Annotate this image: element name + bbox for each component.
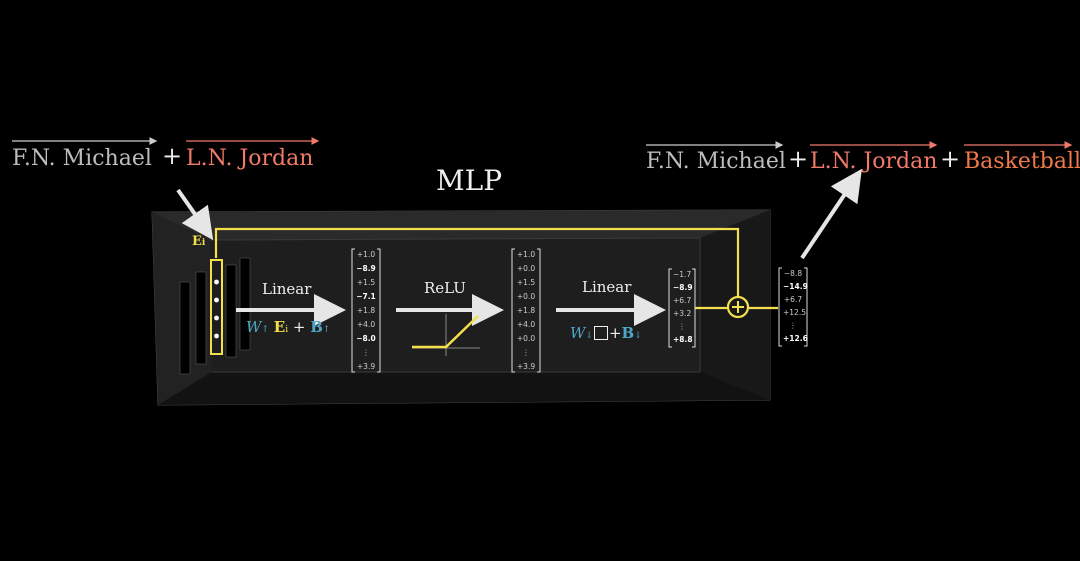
input-embedding-label: Ei — [192, 234, 206, 249]
plus-operator: + — [788, 145, 809, 173]
vector-entry: +1.8 — [356, 306, 376, 315]
vector-entry: +4.0 — [516, 320, 536, 329]
placeholder-square-icon — [593, 326, 608, 340]
relu-output-vector: +1.0 +0.0 +1.5 +0.0 +1.8 +4.0 +0.0 ⋮ +3.9 — [516, 248, 536, 374]
linear-down-formula: W↓+B↓ — [570, 324, 642, 342]
input-embedding-column — [210, 259, 223, 355]
vector-entry: +0.0 — [516, 334, 536, 343]
vector-entry: −8.0 — [356, 334, 376, 343]
vector-entry: +3.9 — [356, 362, 376, 371]
vector-entry: +6.7 — [673, 296, 692, 305]
vector-entry: +1.0 — [356, 250, 376, 259]
term-first-name: F.N. Michael — [12, 146, 152, 171]
vector-entry: ⋮ — [789, 321, 797, 330]
down-projection-vector: −1.7 −8.9 +6.7 +3.2 ⋮ +8.8 — [673, 268, 693, 346]
vector-entry: +12.6 — [783, 334, 808, 343]
vector-entry: +3.9 — [516, 362, 536, 371]
term-last-name: L.N. Jordan — [186, 146, 314, 171]
residual-connection — [214, 227, 740, 297]
relu-graph-icon — [412, 314, 480, 356]
vector-entry: +6.7 — [783, 295, 803, 304]
hidden-vector: +1.0 −8.9 +1.5 −7.1 +1.8 +4.0 −8.0 ⋮ +3.9 — [356, 248, 376, 374]
output-vector: −8.8 −14.9 +6.7 +12.5 ⋮ +12.6 — [783, 267, 808, 345]
vector-entry: +0.0 — [516, 292, 536, 301]
term-first-name: F.N. Michael — [646, 149, 786, 174]
vector-entry: ⋮ — [362, 348, 370, 357]
vector-entry: +3.2 — [673, 309, 692, 318]
vector-entry: −8.9 — [673, 283, 693, 292]
add-node-icon — [726, 295, 750, 319]
plus-operator: + — [162, 142, 183, 170]
vector-entry: −8.8 — [783, 269, 803, 278]
vector-entry: −1.7 — [673, 270, 692, 279]
vector-entry: ⋮ — [678, 322, 686, 331]
vector-entry: +1.8 — [516, 306, 536, 315]
vector-entry: −14.9 — [783, 282, 808, 291]
mlp-box — [151, 209, 771, 406]
vector-entry: ⋮ — [522, 348, 530, 357]
vector-entry: −8.9 — [356, 264, 376, 273]
mlp-title: MLP — [436, 164, 503, 197]
vector-entry: +8.8 — [673, 335, 693, 344]
vector-entry: +4.0 — [356, 320, 376, 329]
term-last-name: L.N. Jordan — [810, 149, 938, 174]
linear-down-label: Linear — [582, 278, 632, 296]
plus-operator: + — [940, 145, 961, 173]
relu-label: ReLU — [424, 279, 466, 297]
vector-entry: +0.0 — [516, 264, 536, 273]
linear-up-label: Linear — [262, 280, 312, 298]
vector-entry: +1.5 — [356, 278, 376, 287]
linear-up-formula: W↑ Ei + B↑ — [246, 318, 331, 336]
term-basketball: Basketball — [964, 149, 1080, 174]
output-pointer-arrow — [800, 168, 862, 260]
input-pointer-arrow — [176, 188, 214, 241]
vector-entry: −7.1 — [356, 292, 376, 301]
vector-entry: +1.5 — [516, 278, 536, 287]
vector-entry: +12.5 — [783, 308, 806, 317]
vector-entry: +1.0 — [516, 250, 536, 259]
